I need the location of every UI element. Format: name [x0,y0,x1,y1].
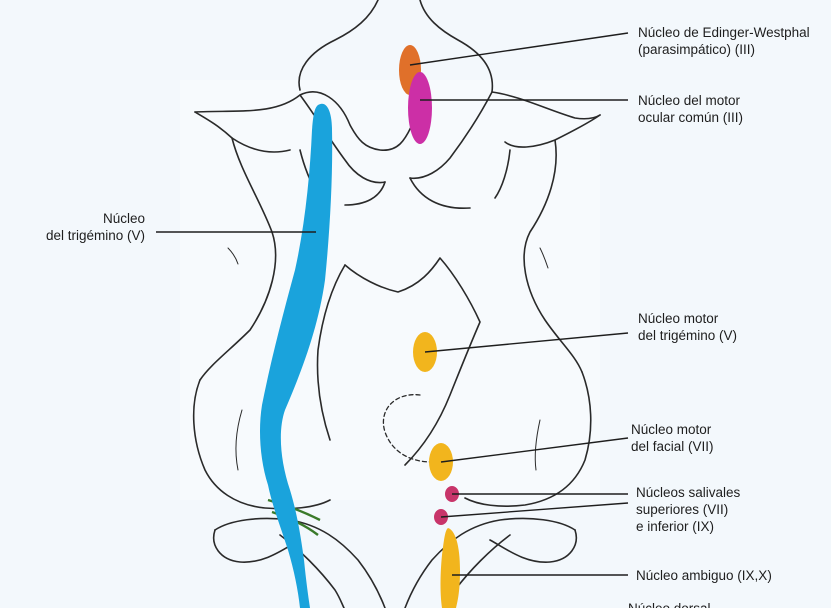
label-line: Núcleos salivales [636,484,740,501]
label-ambiguo: Núcleo ambiguo (IX,X) [636,567,772,584]
label-line: Núcleo de Edinger-Westphal [638,24,810,41]
label-line: (parasimpático) (III) [638,41,810,58]
label-line: Núcleo ambiguo (IX,X) [636,567,772,584]
label-motor-facial: Núcleo motor del facial (VII) [631,421,714,455]
label-cut-off: Núcleo dorsal [628,600,711,608]
label-line: Núcleo dorsal [628,600,711,608]
label-line: Núcleo del motor [638,92,743,109]
label-line: superiores (VII) [636,501,740,518]
label-line: Núcleo motor [638,310,737,327]
label-line: e inferior (IX) [636,518,740,535]
label-line: del trigémino (V) [638,327,737,344]
label-line: del trigémino (V) [30,227,145,244]
label-salivales: Núcleos salivales superiores (VII) e inf… [636,484,740,535]
label-line: Núcleo motor [631,421,714,438]
label-motor-ocular: Núcleo del motor ocular común (III) [638,92,743,126]
label-line: del facial (VII) [631,438,714,455]
label-trigemino: Núcleo del trigémino (V) [30,210,145,244]
label-line: ocular común (III) [638,109,743,126]
label-edinger-westphal: Núcleo de Edinger-Westphal (parasimpátic… [638,24,810,58]
oculomotor-nucleus [408,72,432,144]
label-motor-trigemino: Núcleo motor del trigémino (V) [638,310,737,344]
label-line: Núcleo [30,210,145,227]
